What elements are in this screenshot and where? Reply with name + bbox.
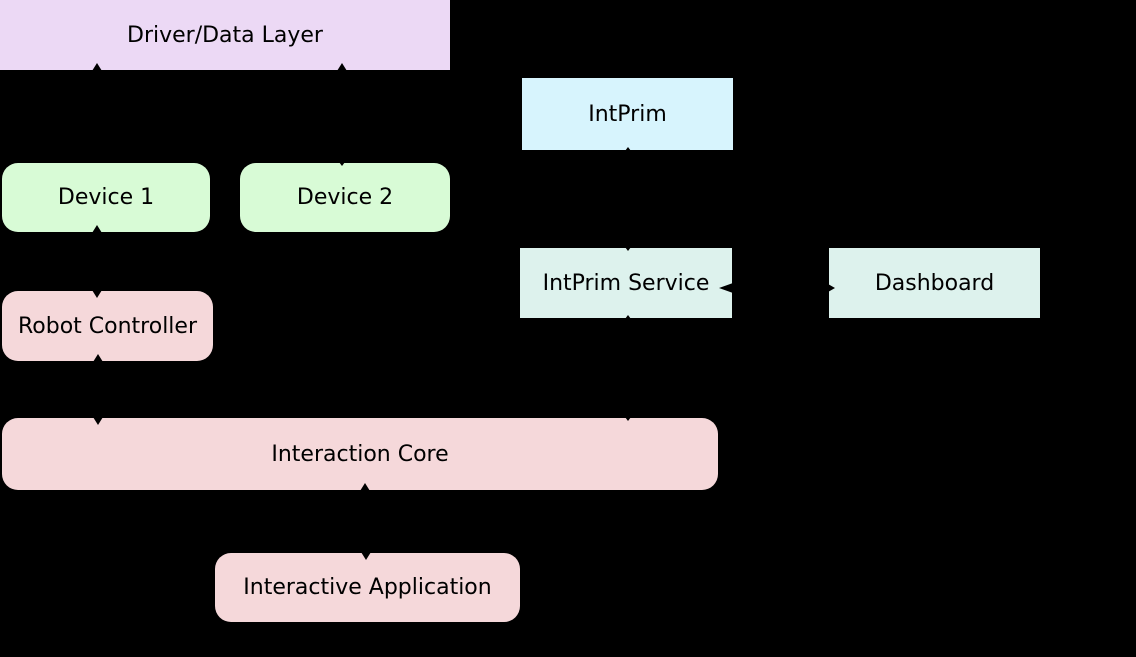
node-interaction-core: Interaction Core bbox=[2, 418, 718, 490]
arrowhead-left-icon bbox=[719, 283, 733, 293]
edge-tick-icon bbox=[339, 162, 345, 166]
arrowhead-right-icon bbox=[828, 284, 835, 292]
node-device-2: Device 2 bbox=[240, 163, 450, 232]
node-label: Interactive Application bbox=[243, 575, 492, 600]
edge-tick-icon bbox=[625, 315, 631, 319]
node-robot-controller: Robot Controller bbox=[2, 291, 213, 361]
arrowhead-down-icon bbox=[361, 552, 371, 560]
node-intprim-service: IntPrim Service bbox=[520, 248, 732, 318]
node-label: Interaction Core bbox=[271, 441, 449, 467]
node-label: Robot Controller bbox=[17, 313, 198, 339]
node-dashboard: Dashboard bbox=[829, 248, 1040, 318]
arrowhead-up-icon bbox=[92, 225, 102, 233]
node-label: IntPrim Service bbox=[542, 270, 710, 296]
node-label: Device 2 bbox=[296, 185, 394, 210]
node-intprim: IntPrim bbox=[522, 78, 733, 150]
arrowhead-up-icon bbox=[92, 63, 102, 71]
node-label: IntPrim bbox=[588, 101, 667, 127]
arrowhead-up-icon bbox=[337, 63, 347, 71]
node-label: Device 1 bbox=[57, 185, 155, 210]
edge-tick-icon bbox=[625, 247, 631, 251]
edge-tick-icon bbox=[625, 147, 631, 151]
node-label: Dashboard bbox=[874, 270, 995, 296]
arrowhead-down-icon bbox=[93, 417, 103, 425]
node-interactive-application: Interactive Application bbox=[215, 553, 520, 622]
arrowhead-up-icon bbox=[93, 354, 103, 362]
arrowhead-down-icon bbox=[92, 290, 102, 298]
node-label: Driver/Data Layer bbox=[127, 22, 323, 48]
edge-tick-icon bbox=[625, 417, 631, 421]
node-device-1: Device 1 bbox=[2, 163, 210, 232]
arrowhead-up-icon bbox=[360, 483, 370, 491]
node-driver-data-layer: Driver/Data Layer bbox=[0, 0, 450, 70]
